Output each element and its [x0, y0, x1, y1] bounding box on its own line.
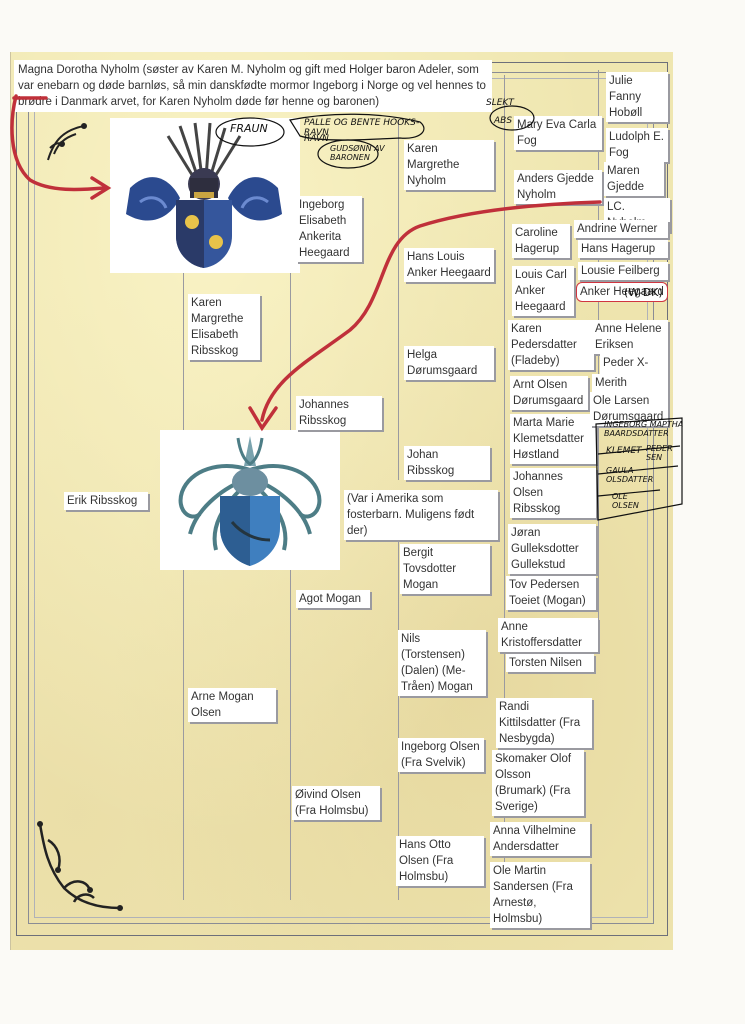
heading-text: Magna Dorotha Nyholm (søster av Karen M.…	[14, 60, 492, 112]
person-louis-carl: Louis Carl Anker Heegaard	[512, 266, 574, 316]
person-maren: Maren Gjedde	[604, 162, 664, 196]
person-ludolph: Ludolph E. Fog	[606, 128, 668, 162]
person-oivind: Øivind Olsen (Fra Holmsbu)	[292, 786, 380, 820]
person-ole-larsen: Ole Larsen Dørumsgaard	[590, 392, 668, 426]
corner-ornament-bottom	[37, 821, 123, 911]
person-ole-martin: Ole Martin Sandersen (Fra Arnestø, Holms…	[490, 862, 590, 928]
person-torsten: Torsten Nilsen	[506, 654, 594, 672]
person-karen-nyholm: Karen Margrethe Nyholm	[404, 140, 494, 190]
person-hans-otto: Hans Otto Olsen (Fra Holmsbu)	[396, 836, 484, 886]
person-helga: Helga Dørumsgaard	[404, 346, 494, 380]
connector	[398, 520, 399, 900]
person-skomaker: Skomaker Olof Olsson (Brumark) (Fra Sver…	[492, 750, 584, 816]
person-anne-helene: Anne Helene Eriksen	[592, 320, 668, 354]
person-julie: Julie Fanny Hobøll	[606, 72, 668, 122]
handwriting-palle: PALLE OG BENTE HOOKS-RAVN	[304, 118, 420, 138]
person-caroline: Caroline Hagerup	[512, 224, 570, 258]
handwriting-gaula: GAULA OLSDATTER	[606, 466, 654, 484]
person-johannes-olsen: Johannes Olsen Ribsskog	[510, 468, 596, 518]
person-anne-k: Anne Kristoffersdatter	[498, 618, 598, 652]
person-andrine: Andrine Werner	[574, 220, 668, 238]
handwriting-fraun: FRAUN	[230, 122, 268, 135]
corner-ornament-top	[47, 123, 87, 161]
person-agot: Agot Mogan	[296, 590, 370, 608]
person-tov: Tov Pedersen Toeiet (Mogan)	[506, 576, 596, 610]
person-karen-pedersdatter: Karen Pedersdatter (Fladeby)	[508, 320, 594, 370]
connector	[504, 75, 505, 915]
person-joran: Jøran Gulleksdotter Gullekstud	[508, 524, 596, 574]
person-ingeborg-olsen: Ingeborg Olsen (Fra Svelvik)	[398, 738, 484, 772]
person-anna-v: Anna Vilhelmine Andersdatter	[490, 822, 590, 856]
handwriting-slekt: SLEKT	[486, 98, 514, 108]
person-mary-eva: Mary Eva Carla Fog	[514, 116, 602, 150]
handwriting-rann: RAVN	[304, 134, 329, 144]
person-arne: Arne Mogan Olsen	[188, 688, 276, 722]
person-karen-ribsskog: Karen Margrethe Elisabeth Ribsskog	[188, 294, 260, 360]
connector	[398, 120, 399, 480]
person-johannes-ribsskog: Johannes Ribsskog	[296, 396, 382, 430]
handwriting-peder: PEDER SEN	[646, 444, 673, 462]
connector	[290, 150, 291, 510]
handwriting-ingeborg: INGEBORG MAPTHA BAARDSDATTER	[604, 420, 684, 438]
person-anders: Anders Gjedde Nyholm	[514, 170, 602, 204]
person-hans-hagerup: Hans Hagerup	[578, 240, 668, 258]
handwriting-abs: ABS	[494, 116, 513, 126]
handwriting-wdk: (W-DK)	[624, 286, 663, 299]
person-hans-louis: Hans Louis Anker Heegaard	[404, 248, 494, 282]
person-johan: Johan Ribsskog	[404, 446, 490, 480]
person-bergit: Bergit Tovsdotter Mogan	[400, 544, 490, 594]
connector	[290, 560, 291, 900]
america-note: (Var i Amerika som fosterbarn. Muligens …	[344, 490, 498, 540]
coat-of-arms-ribsskog	[160, 430, 340, 570]
handwriting-ole-olsen: OLE OLSEN	[612, 492, 639, 510]
person-nils: Nils (Torstensen) (Dalen) (Me-Tråen) Mog…	[398, 630, 486, 696]
person-randi: Randi Kittilsdatter (Fra Nesbygda)	[496, 698, 592, 748]
person-lousie: Lousie Feilberg	[578, 262, 668, 280]
person-marta-marie: Marta Marie Klemetsdatter Høstland	[510, 414, 596, 464]
handwriting-klemet: KLEMET	[606, 446, 642, 456]
person-erik: Erik Ribsskog	[64, 492, 148, 510]
person-ingeborg-heegaard: Ingeborg Elisabeth Ankerita Heegaard	[296, 196, 362, 262]
handwriting-gudsonn: GUDSØNN AV BARONEN	[330, 144, 385, 162]
person-arnt: Arnt Olsen Dørumsgaard	[510, 376, 588, 410]
person-anker-heegaard: Anker Heegaard	[576, 282, 668, 302]
